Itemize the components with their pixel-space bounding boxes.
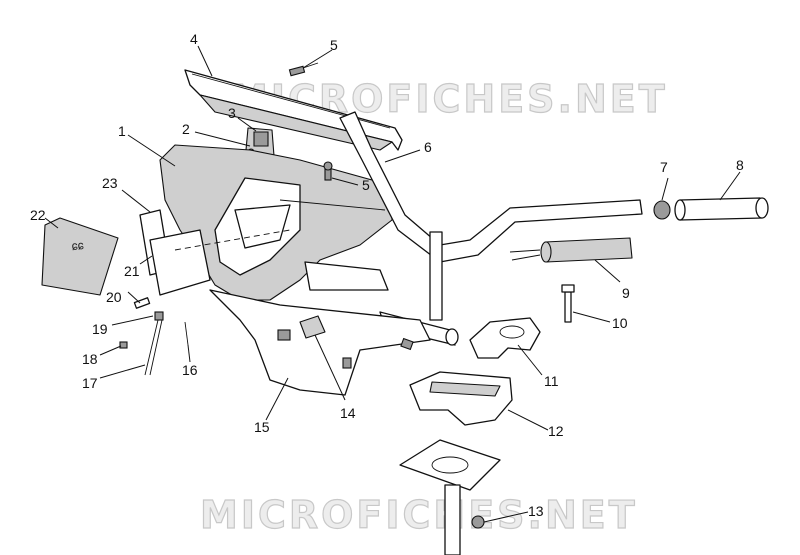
grommet [277, 315, 326, 341]
callout-21: 21 [124, 263, 140, 279]
callout-10: 10 [612, 315, 628, 331]
callout-13: 13 [528, 503, 544, 519]
callout-11: 11 [544, 373, 559, 389]
grip-right [674, 197, 769, 221]
screw-top [288, 62, 319, 77]
callout-23: 23 [102, 175, 118, 191]
callout-19: 19 [92, 321, 108, 337]
callout-8: 8 [736, 157, 744, 173]
callout-2: 2 [182, 121, 190, 137]
steering-post [399, 439, 501, 555]
handlebar [339, 111, 643, 321]
end-cap [653, 200, 671, 220]
callout-4: 4 [190, 31, 198, 47]
callout-5a: 5 [330, 37, 338, 53]
clamp-upper [469, 317, 541, 359]
callout-7: 7 [660, 159, 668, 175]
callout-18: 18 [82, 351, 98, 367]
callout-22: 22 [30, 207, 46, 223]
callout-17: 17 [82, 375, 98, 391]
callout-15: 15 [254, 419, 270, 435]
screw-middle [323, 161, 333, 181]
callout-20: 20 [106, 289, 122, 305]
decal-plate: ɕɕ [41, 217, 119, 296]
callout-3: 3 [228, 105, 236, 121]
lower-fairing [209, 261, 431, 396]
callout-5b: 5 [362, 177, 370, 193]
clamp-lower [409, 371, 513, 426]
callout-16: 16 [182, 362, 198, 378]
headlight-pod [159, 144, 393, 301]
watermark-bottom: MICROFICHES.NET [200, 493, 638, 537]
svg-text:ɕɕ: ɕɕ [71, 238, 84, 253]
callout-6: 6 [424, 139, 432, 155]
callouts: 4 5 3 2 1 6 5 7 8 9 10 11 12 13 14 15 16 [30, 31, 744, 523]
callout-1: 1 [118, 123, 126, 139]
clamp-bolt [561, 284, 575, 323]
callout-12: 12 [548, 423, 564, 439]
fasteners [119, 297, 189, 376]
callout-14: 14 [340, 405, 356, 421]
throttle-grip [509, 237, 633, 263]
callout-9: 9 [622, 285, 630, 301]
nut [471, 515, 485, 529]
